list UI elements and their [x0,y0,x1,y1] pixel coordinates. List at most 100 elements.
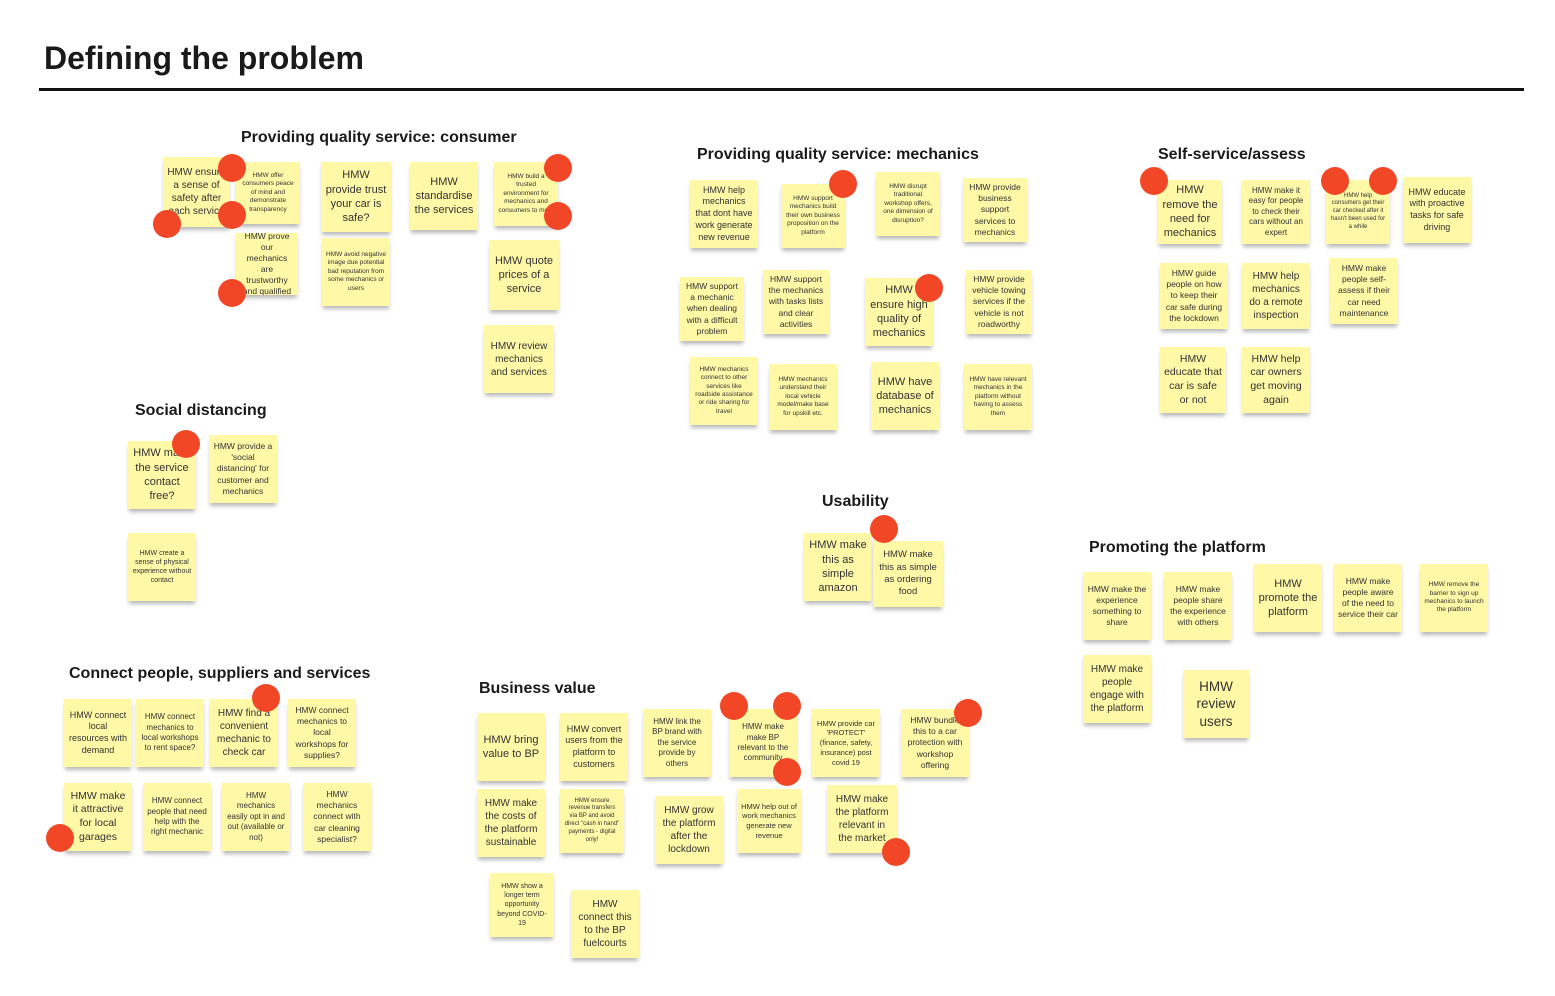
sticky-note-m1[interactable]: HMW help mechanics that dont have work g… [690,180,758,248]
vote-dot[interactable] [1321,167,1349,195]
sticky-note-u2[interactable]: HMW make this as simple as ordering food [873,541,943,607]
sticky-note-text: HMW provide car 'PROTECT' (finance, safe… [817,718,875,767]
sticky-note-text: HMW make this as simple as ordering food [879,549,937,598]
sticky-note-s4[interactable]: HMW educate with proactive tasks for saf… [1403,177,1471,243]
sticky-note-s1[interactable]: HMW remove the need for mechanics [1158,180,1222,244]
sticky-note-b10[interactable]: HMW help out of work mechanics generate … [737,789,801,853]
sticky-note-m4[interactable]: HMW provide business support services to… [963,178,1027,242]
vote-dot[interactable] [218,279,246,307]
sticky-note-b12[interactable]: HMW show a longer term opportunity beyon… [490,873,554,937]
sticky-note-n7[interactable]: HMW mechanics easily opt in and out (ava… [222,783,290,851]
sticky-note-p4[interactable]: HMW make people aware of the need to ser… [1334,564,1402,632]
sticky-note-s3[interactable]: HMW help consumers get their car checked… [1326,180,1390,244]
sticky-note-text: HMW remove the barrier to sign up mechan… [1424,581,1484,614]
sticky-note-s2[interactable]: HMW make it easy for people to check the… [1242,180,1310,244]
sticky-note-text: HMW connect local resources with demand [68,709,128,755]
sticky-note-text: HMW make people engage with the platform [1090,664,1144,714]
sticky-note-m6[interactable]: HMW support the mechanics with tasks lis… [763,270,829,334]
sticky-note-m12[interactable]: HMW have relevant mechanics in the platf… [964,364,1032,430]
sticky-note-n4[interactable]: HMW connect mechanics to local workshops… [288,699,356,767]
sticky-note-text: HMW make it attractive for local garages [70,789,126,843]
vote-dot[interactable] [218,154,246,182]
sticky-note-s5[interactable]: HMW guide people on how to keep their ca… [1160,263,1228,329]
sticky-note-p1[interactable]: HMW make the experience something to sha… [1083,572,1151,640]
sticky-note-b3[interactable]: HMW link the BP brand with the service p… [643,709,711,777]
sticky-note-s8[interactable]: HMW educate that car is safe or not [1160,347,1226,413]
sticky-note-text: HMW quote prices of a service [494,254,554,296]
sticky-note-d2[interactable]: HMW provide a 'social distancing' for cu… [209,435,277,503]
sticky-note-m10[interactable]: HMW mechanics understand their local veh… [769,364,837,430]
sticky-note-b7[interactable]: HMW make the costs of the platform susta… [477,789,545,857]
sticky-note-c3[interactable]: HMW provide trust your car is safe? [321,162,391,232]
vote-dot[interactable] [218,201,246,229]
vote-dot[interactable] [1140,167,1168,195]
sticky-note-s9[interactable]: HMW help car owners get moving again [1242,347,1310,413]
sticky-note-text: HMW build a trusted environment for mech… [498,172,554,214]
sticky-note-p7[interactable]: HMW review users [1183,670,1249,738]
sticky-note-text: HMW guide people on how to keep their ca… [1165,268,1223,323]
vote-dot[interactable] [720,692,748,720]
vote-dot[interactable] [153,210,181,238]
sticky-note-p2[interactable]: HMW make people share the experience wit… [1164,572,1232,640]
sticky-note-s6[interactable]: HMW help mechanics do a remote inspectio… [1242,263,1310,329]
sticky-note-b9[interactable]: HMW grow the platform after the lockdown [655,796,723,864]
sticky-note-n1[interactable]: HMW connect local resources with demand [64,699,132,767]
sticky-note-p5[interactable]: HMW remove the barrier to sign up mechan… [1420,564,1488,632]
sticky-note-m9[interactable]: HMW mechanics connect to other services … [690,357,758,425]
sticky-note-text: HMW make people aware of the need to ser… [1338,575,1398,620]
vote-dot[interactable] [1369,167,1397,195]
sticky-note-p3[interactable]: HMW promote the platform [1254,564,1322,632]
sticky-note-n2[interactable]: HMW connect mechanics to local workshops… [136,699,204,767]
group-title-mechanics: Providing quality service: mechanics [697,146,979,163]
vote-dot[interactable] [954,699,982,727]
sticky-note-b13[interactable]: HMW connect this to the BP fuelcourts [571,890,639,958]
sticky-note-text: HMW help mechanics that dont have work g… [695,184,753,242]
sticky-note-text: HMW make the experience something to sha… [1087,583,1147,628]
vote-dot[interactable] [829,170,857,198]
sticky-note-m3[interactable]: HMW disrupt traditional workshop offers,… [876,172,940,236]
vote-dot[interactable] [46,824,74,852]
sticky-note-b2[interactable]: HMW convert users from the platform to c… [560,713,628,781]
group-title-business-value: Business value [479,680,596,697]
sticky-note-text: HMW help out of work mechanics generate … [741,801,797,840]
vote-dot[interactable] [544,202,572,230]
group-title-connect: Connect people, suppliers and services [69,665,371,682]
sticky-note-b4[interactable]: HMW make make BP relevant to the communi… [729,709,797,777]
sticky-note-text: HMW help car owners get moving again [1250,352,1302,406]
sticky-note-text: HMW provide trust your car is safe? [325,169,387,225]
sticky-note-d3[interactable]: HMW create a sense of physical experienc… [128,533,196,601]
vote-dot[interactable] [544,154,572,182]
sticky-note-c7[interactable]: HMW avoid negative image due potential b… [322,238,390,306]
sticky-note-c9[interactable]: HMW review mechanics and services [484,325,554,393]
sticky-note-p6[interactable]: HMW make people engage with the platform [1083,655,1151,723]
sticky-note-c8[interactable]: HMW quote prices of a service [489,240,559,310]
vote-dot[interactable] [773,692,801,720]
sticky-note-m5[interactable]: HMW support a mechanic when dealing with… [680,277,744,341]
sticky-note-c2[interactable]: HMW offer consumers peace of mind and de… [236,162,300,224]
vote-dot[interactable] [773,758,801,786]
vote-dot[interactable] [252,684,280,712]
sticky-note-text: HMW make people self-assess if their car… [1338,263,1390,318]
sticky-note-b6[interactable]: HMW bundle this to a car protection with… [901,709,969,777]
sticky-note-m8[interactable]: HMW provide vehicle towing services if t… [966,270,1032,334]
sticky-note-m7[interactable]: HMW ensure high quality of mechanics [865,278,933,346]
sticky-note-b11[interactable]: HMW make the platform relevant in the ma… [827,785,897,853]
vote-dot[interactable] [870,515,898,543]
sticky-note-b1[interactable]: HMW bring value to BP [477,713,545,781]
sticky-note-text: HMW prove our mechanics are trustworthy … [242,233,292,295]
sticky-note-n8[interactable]: HMW mechanics connect with car cleaning … [303,783,371,851]
sticky-note-c4[interactable]: HMW standardise the services [410,162,478,230]
sticky-note-n5[interactable]: HMW make it attractive for local garages [64,783,132,851]
sticky-note-s7[interactable]: HMW make people self-assess if their car… [1330,258,1398,324]
sticky-note-b5[interactable]: HMW provide car 'PROTECT' (finance, safe… [812,709,880,777]
sticky-note-m11[interactable]: HMW have database of mechanics [871,362,939,430]
sticky-note-n6[interactable]: HMW connect people that need help with t… [143,783,211,851]
sticky-note-c6[interactable]: HMW prove our mechanics are trustworthy … [236,233,298,295]
sticky-note-u1[interactable]: HMW make this as simple amazon [804,533,872,601]
vote-dot[interactable] [172,430,200,458]
group-title-consumer: Providing quality service: consumer [241,129,517,146]
vote-dot[interactable] [915,274,943,302]
sticky-note-text: HMW make the service contact free? [133,447,191,503]
sticky-note-b8[interactable]: HMW ensure revenue transfers via BP and … [560,789,624,853]
vote-dot[interactable] [882,838,910,866]
